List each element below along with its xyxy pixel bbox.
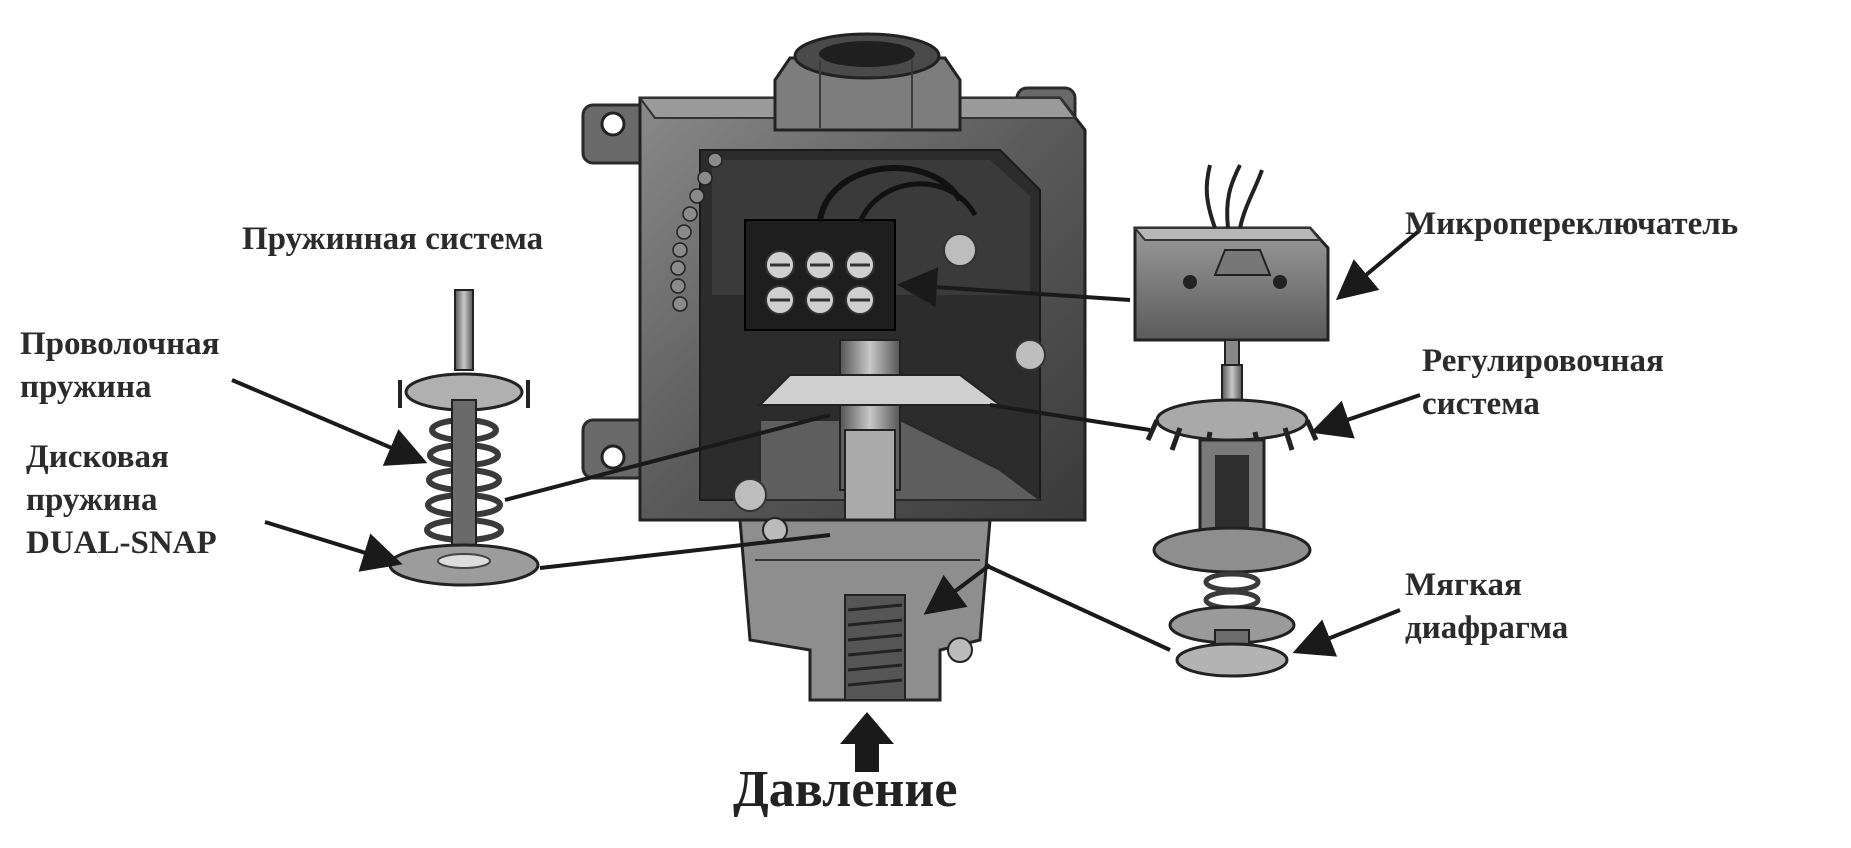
label-soft-diaphragm: Мягкая диафрагма <box>1405 564 1568 650</box>
label-adjust-system-line-2: система <box>1422 386 1540 422</box>
leader-diaphragm-housing <box>984 563 1171 652</box>
micro-switch <box>1132 164 1330 371</box>
leader-adjust-housing <box>989 403 1151 432</box>
terminal-block <box>744 219 896 331</box>
leader-micro-switch <box>1335 228 1422 301</box>
label-disc-spring-line-2: пружина <box>26 482 158 518</box>
leader-spring-system <box>897 267 1131 308</box>
leader-disc-spring <box>264 520 403 572</box>
label-disc-spring-line-1: Дисковая <box>26 439 169 475</box>
leader-lines <box>231 228 1422 657</box>
label-adjust-system: Регулировочная система <box>1422 340 1664 426</box>
label-adjust-system-line-1: Регулировочная <box>1422 343 1664 379</box>
label-spring-system: Пружинная система <box>242 221 544 257</box>
leader-disc-spring-housing <box>539 533 831 570</box>
label-disc-spring: Дисковая пружина DUAL-SNAP <box>26 436 217 565</box>
leader-wire-spring <box>231 378 428 466</box>
soft-diaphragm <box>1168 605 1296 678</box>
label-pressure: Давление <box>733 761 958 818</box>
label-wire-spring-line-1: Проволочная <box>20 326 220 362</box>
label-soft-diaphragm-line-2: диафрагма <box>1405 610 1569 646</box>
label-disc-spring-line-3: DUAL-SNAP <box>26 525 217 561</box>
label-micro-switch: Микропереключатель <box>1405 206 1739 242</box>
bead-chain <box>670 152 723 312</box>
label-wire-spring-line-2: пружина <box>20 369 152 405</box>
leader-soft-diaphragm <box>1292 608 1401 657</box>
wire-spring-assembly <box>398 289 530 561</box>
adjusting-system <box>1145 364 1319 611</box>
leader-adjust-system <box>1310 393 1421 439</box>
pressure-arrow-icon <box>840 712 894 772</box>
switch-housing <box>581 32 1087 702</box>
label-soft-diaphragm-line-1: Мягкая <box>1405 567 1522 603</box>
label-wire-spring: Проволочная пружина <box>20 323 220 409</box>
leader-wire-spring-housing <box>504 413 831 502</box>
disc-spring <box>388 543 540 587</box>
